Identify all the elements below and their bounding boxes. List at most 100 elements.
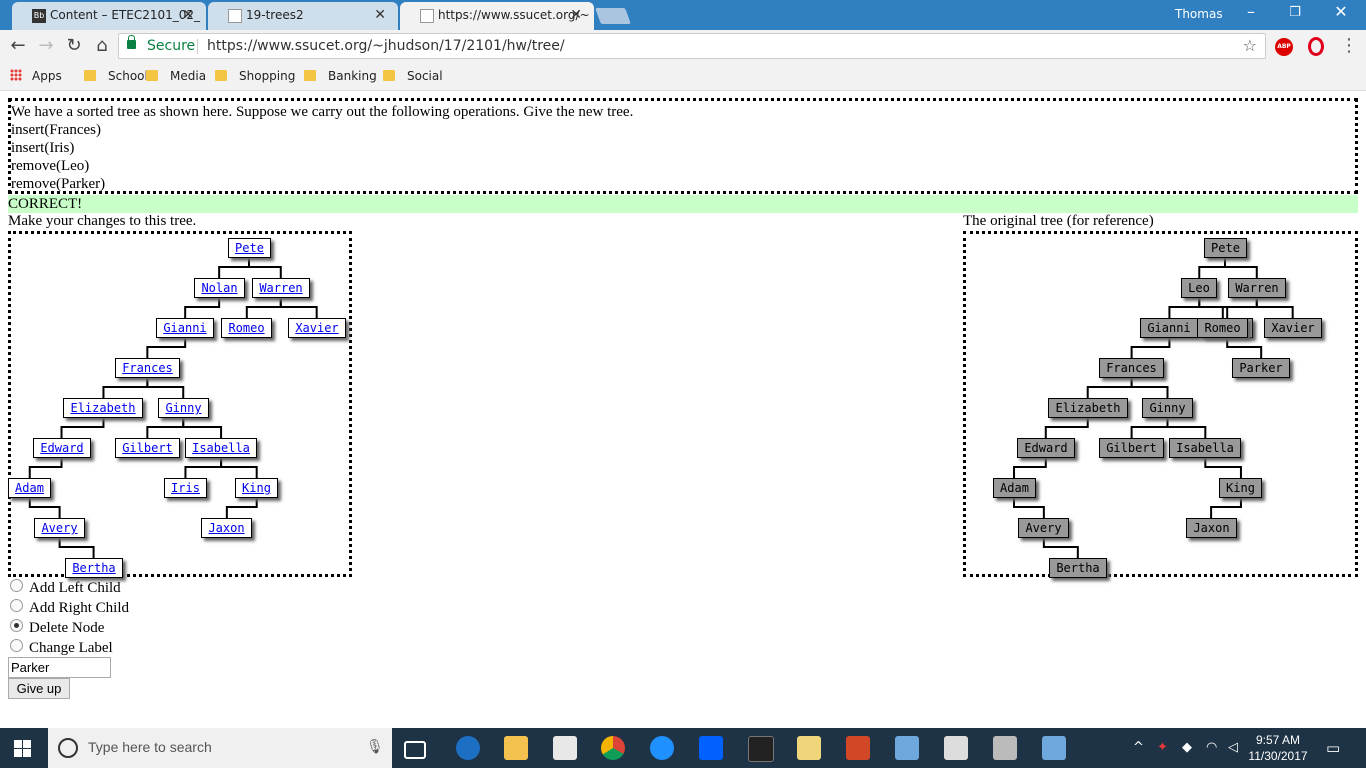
option-add-left-child[interactable]: Add Left Child — [10, 578, 129, 598]
radio-button[interactable] — [10, 639, 23, 652]
tree-node-leo: Leo — [1181, 278, 1217, 298]
home-icon[interactable]: ⌂ — [96, 35, 108, 56]
action-center-icon[interactable]: ▭ — [1326, 739, 1341, 757]
bookmarks-bar: Apps School Media Shopping Banking Socia… — [0, 64, 1366, 91]
folder-icon — [146, 70, 158, 81]
bookmark-banking[interactable]: Banking — [304, 69, 377, 83]
tree-node-xavier[interactable]: Xavier — [288, 318, 346, 338]
python-icon[interactable] — [797, 736, 821, 760]
tree-node-isabella[interactable]: Isabella — [185, 438, 257, 458]
windows-start-icon[interactable] — [14, 740, 31, 757]
tree-edge — [1013, 457, 1047, 478]
task-view-icon[interactable] — [404, 741, 426, 759]
volume-icon[interactable]: ◁ — [1228, 740, 1238, 755]
tree-node-avery[interactable]: Avery — [34, 518, 85, 538]
calculator-icon[interactable] — [993, 736, 1017, 760]
bookmark-shopping[interactable]: Shopping — [215, 69, 295, 83]
tab-strip: Bb Content – ETEC2101_02_ ✕ 19-trees2 ✕ … — [0, 0, 1366, 30]
tree-node-frances[interactable]: Frances — [115, 358, 180, 378]
opera-icon[interactable] — [1308, 37, 1324, 56]
tree-node-adam: Adam — [993, 478, 1036, 498]
tree-node-jaxon[interactable]: Jaxon — [201, 518, 252, 538]
close-window-icon[interactable]: ✕ — [1334, 2, 1348, 21]
tree-edge — [102, 377, 149, 398]
bookmark-label: Shopping — [239, 69, 296, 83]
tree-node-bertha[interactable]: Bertha — [65, 558, 123, 578]
back-icon[interactable]: ← — [10, 35, 26, 56]
option-change-label[interactable]: Change Label — [10, 638, 129, 658]
tab-title: Content – ETEC2101_02_ — [50, 8, 201, 22]
dropbox-tray-icon[interactable]: ◆ — [1182, 740, 1192, 755]
mail-icon[interactable] — [944, 736, 968, 760]
file-explorer-icon[interactable] — [504, 736, 528, 760]
show-hidden-icons[interactable]: ^ — [1133, 740, 1144, 755]
profile-name[interactable]: Thomas — [1175, 7, 1223, 21]
tree-edge — [279, 297, 318, 318]
tab-content-etec[interactable]: Bb Content – ETEC2101_02_ ✕ — [12, 2, 206, 30]
virtualbox-icon[interactable] — [1042, 736, 1066, 760]
address-bar[interactable]: Secure https://www.ssucet.org/~jhudson/1… — [118, 33, 1266, 59]
reload-icon[interactable]: ↻ — [66, 35, 82, 56]
tree-node-warren[interactable]: Warren — [252, 278, 310, 298]
clock-time: 9:57 AM — [1255, 733, 1301, 747]
tab-19-trees2[interactable]: 19-trees2 ✕ — [208, 2, 398, 30]
give-up-button[interactable]: Give up — [8, 678, 70, 699]
cortana-icon — [58, 738, 78, 758]
dropbox-icon[interactable] — [699, 736, 723, 760]
tree-edge — [1166, 417, 1207, 438]
close-tab-icon[interactable]: ✕ — [182, 7, 194, 23]
bookmark-media[interactable]: Media — [146, 69, 206, 83]
tree-node-iris[interactable]: Iris — [164, 478, 207, 498]
close-tab-icon[interactable]: ✕ — [374, 7, 386, 23]
tree-node-elizabeth[interactable]: Elizabeth — [63, 398, 143, 418]
clock-date: 11/30/2017 — [1248, 749, 1308, 763]
wifi-icon[interactable]: ◠ — [1206, 740, 1218, 755]
taskbar-search[interactable]: Type here to search 🎙 — [48, 728, 392, 768]
clock[interactable]: 9:57 AM 11/30/2017 — [1246, 732, 1310, 764]
tree-node-gilbert[interactable]: Gilbert — [115, 438, 180, 458]
adblock-icon[interactable]: ABP — [1275, 38, 1293, 56]
bookmark-star-icon[interactable]: ☆ — [1242, 36, 1257, 55]
minimize-icon[interactable]: – — [1247, 2, 1255, 21]
url-text[interactable]: https://www.ssucet.org/~jhudson/17/2101/… — [207, 38, 565, 54]
restore-icon[interactable]: ❐ — [1289, 5, 1301, 20]
tree-node-gianni[interactable]: Gianni — [156, 318, 214, 338]
radio-button[interactable] — [10, 579, 23, 592]
chrome-icon[interactable] — [601, 736, 625, 760]
tree-node-king[interactable]: King — [235, 478, 278, 498]
tab-ssucet[interactable]: https://www.ssucet.org/~ ✕ — [400, 2, 594, 30]
menu-icon[interactable]: ⋮ — [1340, 35, 1358, 56]
tree-node-pete[interactable]: Pete — [228, 238, 271, 258]
radio-button[interactable] — [10, 599, 23, 612]
option-label: Change Label — [29, 640, 113, 656]
acrobat-icon[interactable]: ✦ — [1157, 740, 1168, 755]
option-add-right-child[interactable]: Add Right Child — [10, 598, 129, 618]
bookmark-social[interactable]: Social — [383, 69, 443, 83]
option-delete-node[interactable]: Delete Node — [10, 618, 129, 638]
tree-edge — [1210, 497, 1242, 518]
close-tab-icon[interactable]: ✕ — [570, 7, 582, 23]
amazon-icon[interactable] — [748, 736, 774, 762]
powerpoint-icon[interactable] — [846, 736, 870, 760]
remote-desktop-icon[interactable] — [895, 736, 919, 760]
new-tab-button[interactable] — [595, 8, 631, 24]
microphone-icon[interactable]: 🎙 — [366, 739, 384, 755]
tree-node-ginny[interactable]: Ginny — [158, 398, 209, 418]
tree-node-edward[interactable]: Edward — [33, 438, 91, 458]
store-icon[interactable] — [553, 736, 577, 760]
tree-node-romeo[interactable]: Romeo — [221, 318, 272, 338]
tree-edge — [146, 417, 185, 438]
edge-icon[interactable] — [456, 736, 480, 760]
label-input[interactable]: Parker — [8, 657, 111, 678]
lock-icon — [127, 35, 136, 49]
tree-edge — [1168, 297, 1201, 318]
bookmark-school[interactable]: School — [84, 69, 148, 83]
tree-node-nolan[interactable]: Nolan — [194, 278, 245, 298]
radio-button[interactable] — [10, 619, 23, 632]
internet-explorer-icon[interactable] — [650, 736, 674, 760]
tree-node-adam[interactable]: Adam — [8, 478, 51, 498]
bookmark-apps[interactable]: Apps — [10, 69, 62, 83]
forward-icon[interactable]: → — [38, 35, 54, 56]
status-banner: CORRECT! — [8, 195, 1358, 213]
